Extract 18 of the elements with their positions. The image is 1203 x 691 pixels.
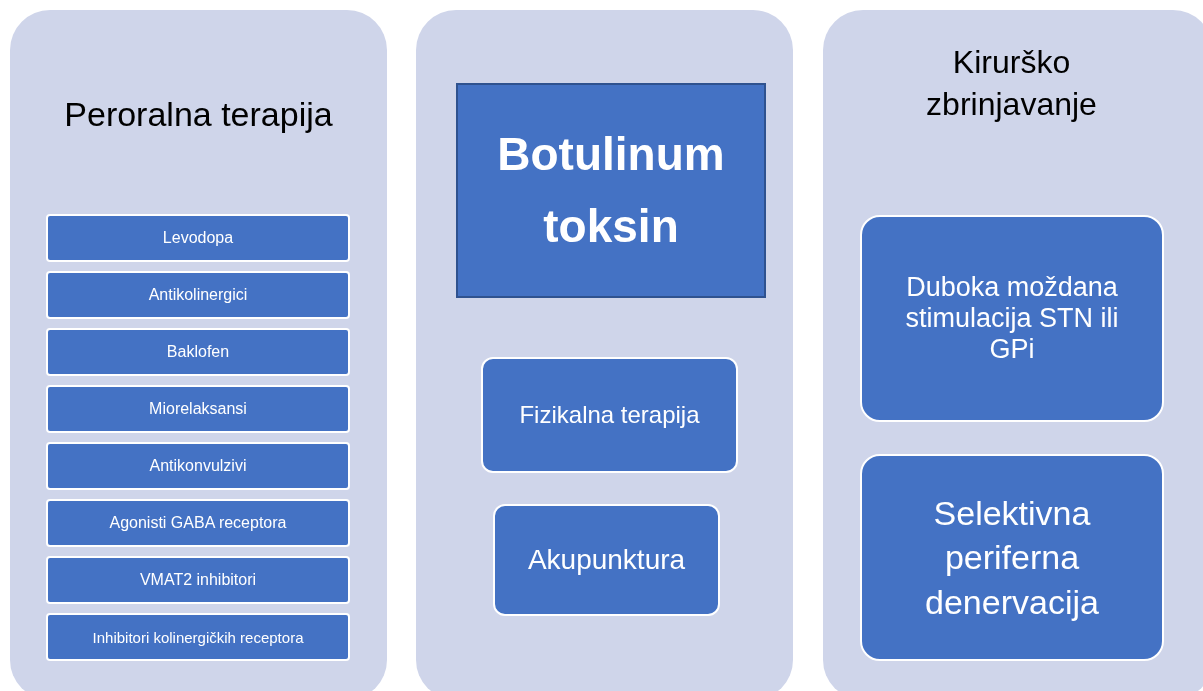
treatment-box: VMAT2 inhibitori [46, 556, 350, 604]
panel-heading: Kirurško zbrinjavanje [925, 43, 1098, 124]
panel-heading: Peroralna terapija [63, 94, 334, 135]
group-panel [10, 10, 387, 691]
treatment-box: Botulinum toksin [456, 83, 766, 298]
treatment-box: Antikonvulzivi [46, 442, 350, 490]
treatment-box: Duboka moždana stimulacija STN ili GPi [860, 215, 1164, 422]
treatment-box: Inhibitori kolinergičkih receptora [46, 613, 350, 661]
treatment-box: Miorelaksansi [46, 385, 350, 433]
treatment-box: Akupunktura [493, 504, 720, 616]
group-panel [416, 10, 793, 691]
treatment-box: Agonisti GABA receptora [46, 499, 350, 547]
treatment-box: Baklofen [46, 328, 350, 376]
group-panel [823, 10, 1203, 691]
treatment-box: Fizikalna terapija [481, 357, 738, 473]
treatment-box: Antikolinergici [46, 271, 350, 319]
treatment-box: Selektivna periferna denervacija [860, 454, 1164, 661]
treatment-box: Levodopa [46, 214, 350, 262]
